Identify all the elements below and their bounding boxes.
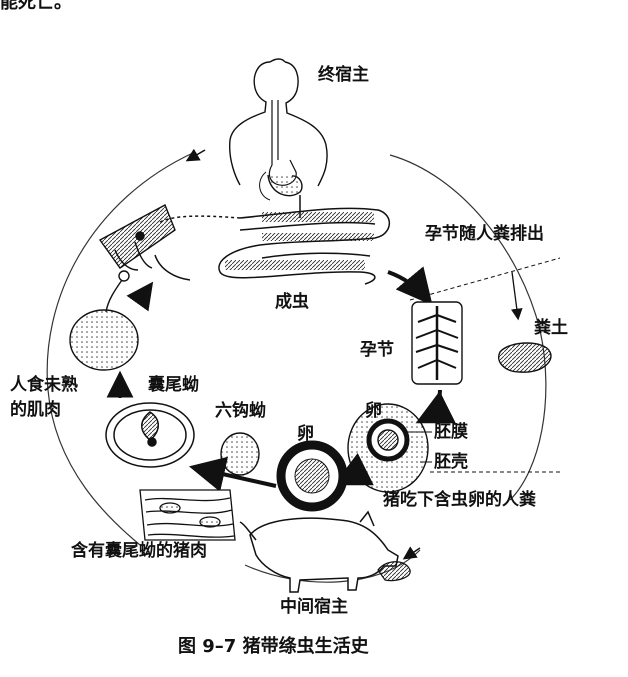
- label-gravid-proglottid: 孕节: [360, 340, 394, 360]
- feces-pile: [377, 561, 411, 582]
- label-egg-left: 卵: [297, 424, 314, 444]
- label-hexacanth: 六钩蚴: [215, 401, 266, 421]
- evaginated-cysticercus: [69, 270, 139, 371]
- intestine-adult-worm: [154, 195, 390, 285]
- label-egg-top: 卵: [365, 401, 382, 421]
- scolex-on-intestine: [98, 204, 176, 271]
- label-adult-worm: 成虫: [275, 292, 309, 312]
- soil-pile: [498, 342, 552, 373]
- label-gravid-excreted: 孕节随人粪排出: [425, 224, 544, 244]
- arrow-to-intestine: [126, 281, 154, 312]
- label-intermediate-host: 中间宿主: [280, 597, 348, 617]
- arrow-to-proglottid: [387, 266, 433, 306]
- label-eat-raw-meat-2: 的肌肉: [10, 400, 61, 420]
- gravid-proglottid: [411, 301, 463, 385]
- cysticercus: [105, 402, 195, 468]
- label-cysticercus: 囊尾蚴: [148, 375, 199, 395]
- pork-meat: [139, 489, 236, 541]
- label-pig-eats-feces: 猪吃下含虫卵的人粪: [383, 490, 536, 510]
- pointer-excreted: [409, 257, 561, 301]
- label-embryo-shell: 胚壳: [434, 452, 468, 472]
- figure-caption: 图 9–7 猪带绦虫生活史: [178, 636, 369, 657]
- arrow-to-cysticercus: [188, 456, 277, 492]
- egg-thick-shell: [276, 440, 348, 512]
- cycle-line-right: [389, 154, 547, 501]
- arrow-to-egg: [415, 389, 456, 424]
- header-fragment: 能死亡。: [0, 0, 72, 13]
- label-pork-cysticercus: 含有囊尾蚴的猪肉: [71, 541, 207, 561]
- cycle-line-left: [46, 151, 196, 546]
- egg-with-embryo: [347, 403, 429, 493]
- hexacanth-embryo: [220, 432, 260, 476]
- arrow-bottom-right: [402, 546, 421, 560]
- label-final-host: 终宿主: [318, 65, 369, 85]
- label-embryo-membrane: 胚膜: [434, 422, 468, 442]
- pig: [239, 510, 399, 593]
- arrow-top-left: [185, 148, 206, 162]
- label-eat-raw-meat-1: 人食未熟: [10, 375, 78, 395]
- human-figure: [228, 58, 328, 201]
- label-soil: 粪土: [534, 318, 568, 338]
- arrow-to-soil: [510, 271, 523, 321]
